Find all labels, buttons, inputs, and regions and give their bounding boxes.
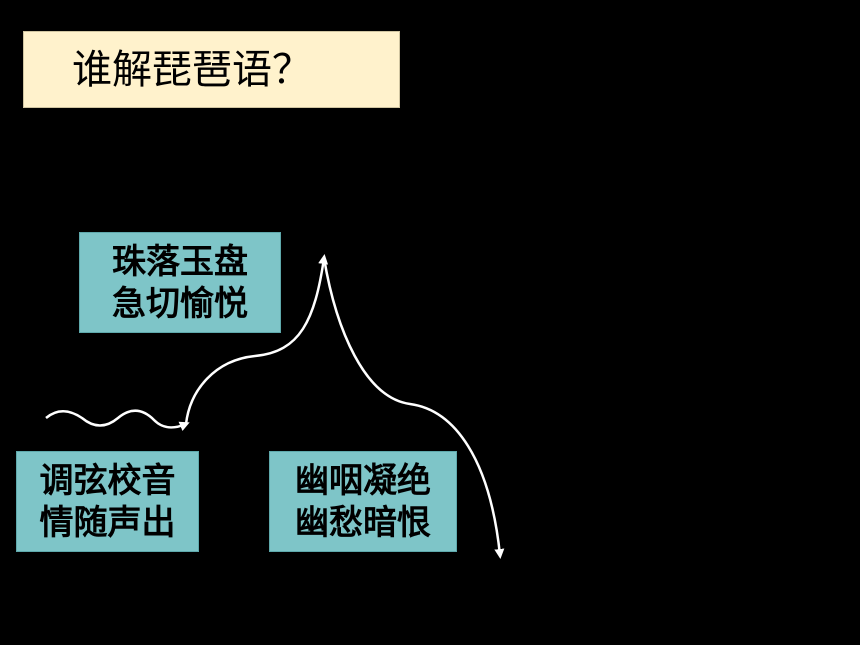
stage-box-start: 调弦校音 情随声出 [16, 451, 199, 552]
stage-fall-line2: 幽愁暗恨 [295, 502, 431, 543]
stage-box-rise: 珠落玉盘 急切愉悦 [79, 232, 281, 333]
stage-rise-line1: 珠落玉盘 [112, 241, 248, 282]
stage-box-fall: 幽咽凝绝 幽愁暗恨 [269, 451, 457, 552]
slide-title: 谁解琵琶语？ [72, 47, 312, 93]
wavy-start-line [45, 409, 190, 431]
falling-curve-arrow [322, 257, 505, 559]
stage-start-line1: 调弦校音 [39, 460, 176, 501]
title-box: 谁解琵琶语？ [23, 31, 400, 108]
stage-rise-line2: 急切愉悦 [112, 283, 248, 324]
stage-start-line2: 情随声出 [39, 502, 176, 543]
stage-fall-line1: 幽咽凝绝 [295, 460, 431, 501]
rising-curve-arrow [184, 254, 329, 425]
